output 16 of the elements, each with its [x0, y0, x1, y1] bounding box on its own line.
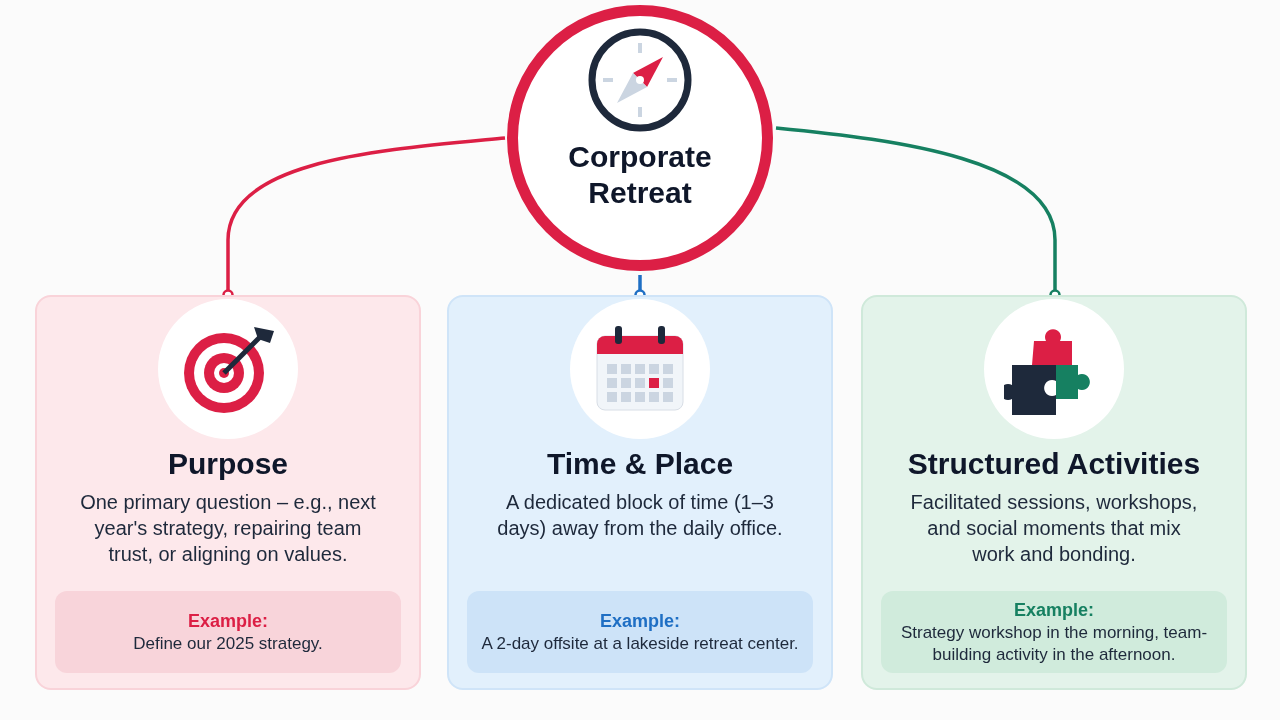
topic-card [35, 295, 421, 690]
card-description: A dedicated block of time (1–3 days) away from the daily office. [496, 489, 784, 541]
example-text: A 2-day offsite at a lakeside retreat center. [481, 633, 799, 655]
topic-card [861, 295, 1247, 690]
example-text: Define our 2025 strategy. [133, 633, 323, 655]
example-heading: Example: [187, 610, 268, 633]
topic-card [447, 295, 833, 690]
example-text: Strategy workshop in the morning, team-building activity in the afternoon. [899, 622, 1209, 666]
card-title: Purpose [167, 446, 289, 482]
example-heading: Example: [599, 610, 680, 633]
card-description: One primary question – e.g., next year's strategy, repairing team trust, or aligning on values. [79, 489, 377, 567]
card-title: Time & Place [545, 446, 735, 482]
central-title: Corporate Retreat [567, 139, 713, 211]
example-heading: Example: [1013, 599, 1094, 622]
card-title: Structured Activities [906, 446, 1202, 482]
card-description: Facilitated sessions, workshops, and social moments that mix work and bonding. [909, 489, 1199, 567]
